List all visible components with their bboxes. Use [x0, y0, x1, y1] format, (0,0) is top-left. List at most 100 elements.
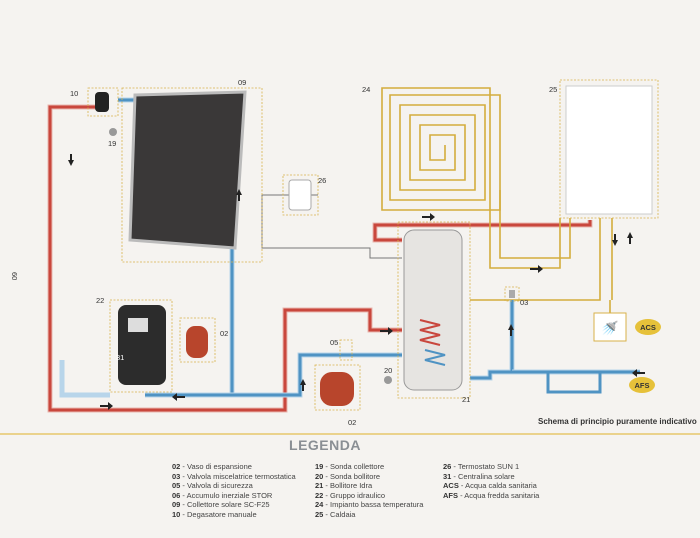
legend-code: 21 — [315, 481, 324, 491]
legend-item: 26 - Termostato SUN 1 — [443, 462, 520, 471]
legend-item: 24 - Impianto bassa temperatura — [315, 500, 424, 510]
storage-tank-box — [397, 221, 471, 399]
mixing-valve-box — [504, 286, 520, 302]
radiant-floor-coil — [381, 87, 501, 211]
legend-code: AFS — [443, 490, 458, 500]
legend-code: 31 — [443, 471, 452, 481]
legend-text: Sonda bollitore — [330, 471, 381, 481]
legend-item: 03 - Valvola miscelatrice termostatica — [172, 471, 296, 481]
legend-item: 06 - Accumulo inerziale STOR — [172, 490, 273, 500]
label-24: 24 — [362, 85, 370, 94]
label-21: 21 — [462, 395, 470, 404]
legend-text: Acqua fredda sanitaria — [464, 490, 540, 500]
legend-text: Termostato SUN 1 — [457, 462, 520, 471]
shower-icon: 🚿 — [601, 320, 618, 337]
thermostat-box — [282, 174, 319, 216]
legend-item: 25 - Caldaia — [315, 509, 356, 519]
label-05: 05 — [330, 338, 338, 347]
degasser-box — [87, 87, 119, 117]
degasser — [95, 92, 109, 112]
label-09: 09 — [238, 78, 246, 87]
afs-badge — [629, 377, 655, 393]
thermostat — [288, 179, 312, 211]
mixing-valve — [509, 290, 515, 298]
legend-text: Bollitore Idra — [330, 481, 373, 491]
legend-item: AFS - Acqua fredda sanitaria — [443, 490, 540, 500]
diagram-caption: Schema di principio puramente indicativo — [538, 417, 697, 426]
legend-item: 10 - Degasatore manuale — [172, 509, 257, 519]
label-acs: ACS — [640, 323, 656, 332]
legend-code: 03 — [172, 471, 181, 481]
solar-collector-panel — [128, 90, 247, 250]
boiler-sensor — [384, 376, 392, 384]
legend-code: 02 — [172, 462, 181, 471]
gas-boiler-box — [559, 79, 659, 219]
collector-sensor — [109, 128, 117, 136]
expansion-tank — [186, 326, 208, 358]
legend-text: Valvola miscelatrice termostatica — [187, 471, 296, 481]
legend-item: 19 - Sonda collettore — [315, 462, 385, 471]
legend-code: 05 — [172, 481, 181, 491]
label-22: 22 — [96, 296, 104, 305]
legend-item: 22 - Gruppo idraulico — [315, 490, 386, 500]
label-31: 31 — [116, 353, 124, 362]
safety-valve-box — [339, 339, 353, 361]
legend-text: Centralina solare — [458, 471, 515, 481]
label-10: 10 — [70, 89, 78, 98]
legend-code: 19 — [315, 462, 324, 471]
legend-item: 20 - Sonda bollitore — [315, 471, 381, 481]
legend-item: 02 - Vaso di espansione — [172, 462, 252, 471]
legend-item: 21 - Bollitore Idra — [315, 481, 373, 491]
page-number: 60 — [10, 272, 19, 280]
solar-collector-box — [121, 87, 263, 263]
legend-text: Impianto bassa temperatura — [330, 500, 424, 510]
legend-code: 25 — [315, 509, 324, 519]
heating-pipes — [261, 190, 640, 394]
gas-boiler — [565, 85, 653, 215]
legend-code: 06 — [172, 490, 181, 500]
legend-item: 31 - Centralina solare — [443, 471, 515, 481]
pump-group — [118, 305, 166, 385]
label-20: 20 — [384, 366, 392, 375]
solar-controller — [128, 318, 148, 332]
legend-text: Accumulo inerziale STOR — [186, 490, 273, 500]
legend-code: 09 — [172, 500, 181, 510]
legend-text: Caldaia — [330, 509, 356, 519]
shower-box — [593, 312, 627, 342]
expansion-tank-box — [179, 317, 216, 363]
expansion-tank-2 — [320, 372, 354, 406]
legend-text: Collettore solare SC-F25 — [187, 500, 270, 510]
legend-text: Vaso di espansione — [187, 462, 252, 471]
legend-code: 20 — [315, 471, 324, 481]
legend-code: 22 — [315, 490, 324, 500]
legend-code: 10 — [172, 509, 181, 519]
label-03: 03 — [520, 298, 528, 307]
legend-code: 26 — [443, 462, 452, 471]
legend-text: Sonda collettore — [330, 462, 385, 471]
legend-item: 09 - Collettore solare SC-F25 — [172, 500, 270, 510]
legend-text: Degasatore manuale — [187, 509, 257, 519]
legend-item: ACS - Acqua calda sanitaria — [443, 481, 537, 491]
legend-code: 24 — [315, 500, 324, 510]
legend-item: 05 - Valvola di sicurezza — [172, 481, 253, 491]
label-02-top: 02 — [220, 329, 228, 338]
label-afs: AFS — [635, 381, 650, 390]
flow-arrows — [68, 154, 645, 410]
legend-text: Gruppo idraulico — [330, 490, 386, 500]
label-02-bottom: 02 — [348, 418, 356, 427]
legend-code: ACS — [443, 481, 459, 491]
label-26: 26 — [318, 176, 326, 185]
label-19: 19 — [108, 139, 116, 148]
storage-tank — [403, 229, 463, 391]
label-25: 25 — [549, 85, 557, 94]
expansion-tank-2-box — [314, 364, 361, 411]
legend-text: Acqua calda sanitaria — [465, 481, 537, 491]
legend-text: Valvola di sicurezza — [187, 481, 253, 491]
legend-title: LEGENDA — [289, 437, 361, 453]
acs-badge — [635, 319, 661, 335]
